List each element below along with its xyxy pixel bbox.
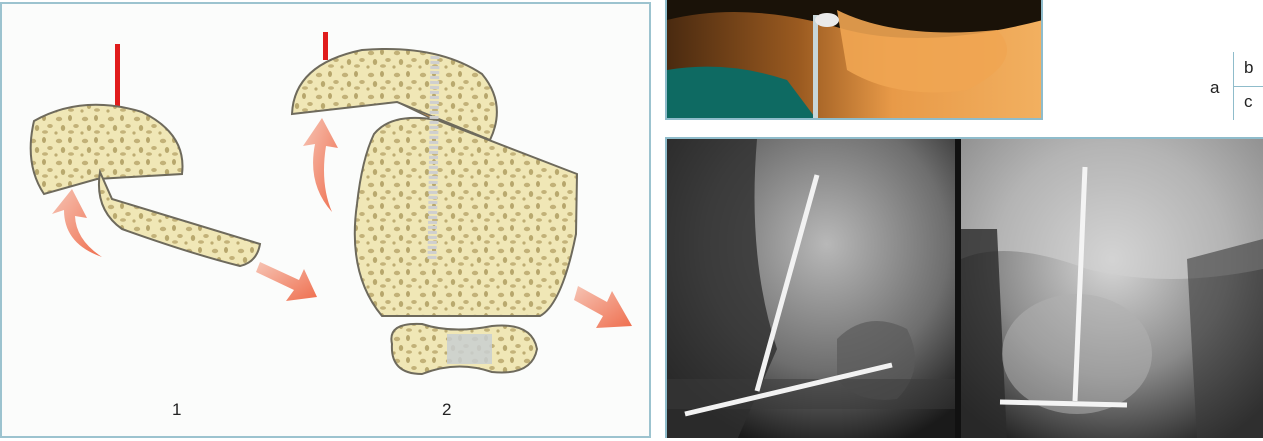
schematic-panel: 1 2 [0, 2, 651, 438]
joint-cartilage [447, 334, 492, 364]
radiograph-panel [665, 137, 1263, 438]
k-wire [813, 15, 818, 120]
rotation-arrow-right-1 [256, 262, 317, 301]
intraoperative-photo [665, 0, 1043, 120]
xray-images [667, 139, 1263, 438]
osteotomy-marker-2 [323, 32, 328, 60]
stage-label-2: 2 [442, 400, 451, 420]
stage-label-1: 1 [172, 400, 181, 420]
bone-fragment-upper-1 [31, 105, 183, 194]
osteotomy-marker-1 [115, 44, 120, 112]
osteotomy-diagram [2, 4, 649, 436]
rotation-arrow-left-1 [52, 189, 102, 257]
legend-a: a [1210, 78, 1219, 98]
bone-fragment-lower-1 [99, 172, 260, 266]
legend-b: b [1244, 58, 1253, 78]
legend-c: c [1244, 92, 1253, 112]
rotation-arrow-right-2 [574, 286, 632, 328]
panel-legend: a b c [1195, 52, 1263, 120]
legend-divider-horizontal [1233, 86, 1263, 87]
rotation-arrow-left-2 [303, 118, 338, 212]
wire-distal-right [1000, 402, 1127, 405]
surgery-photo-image [667, 0, 1043, 120]
bone-main-2 [355, 118, 577, 316]
